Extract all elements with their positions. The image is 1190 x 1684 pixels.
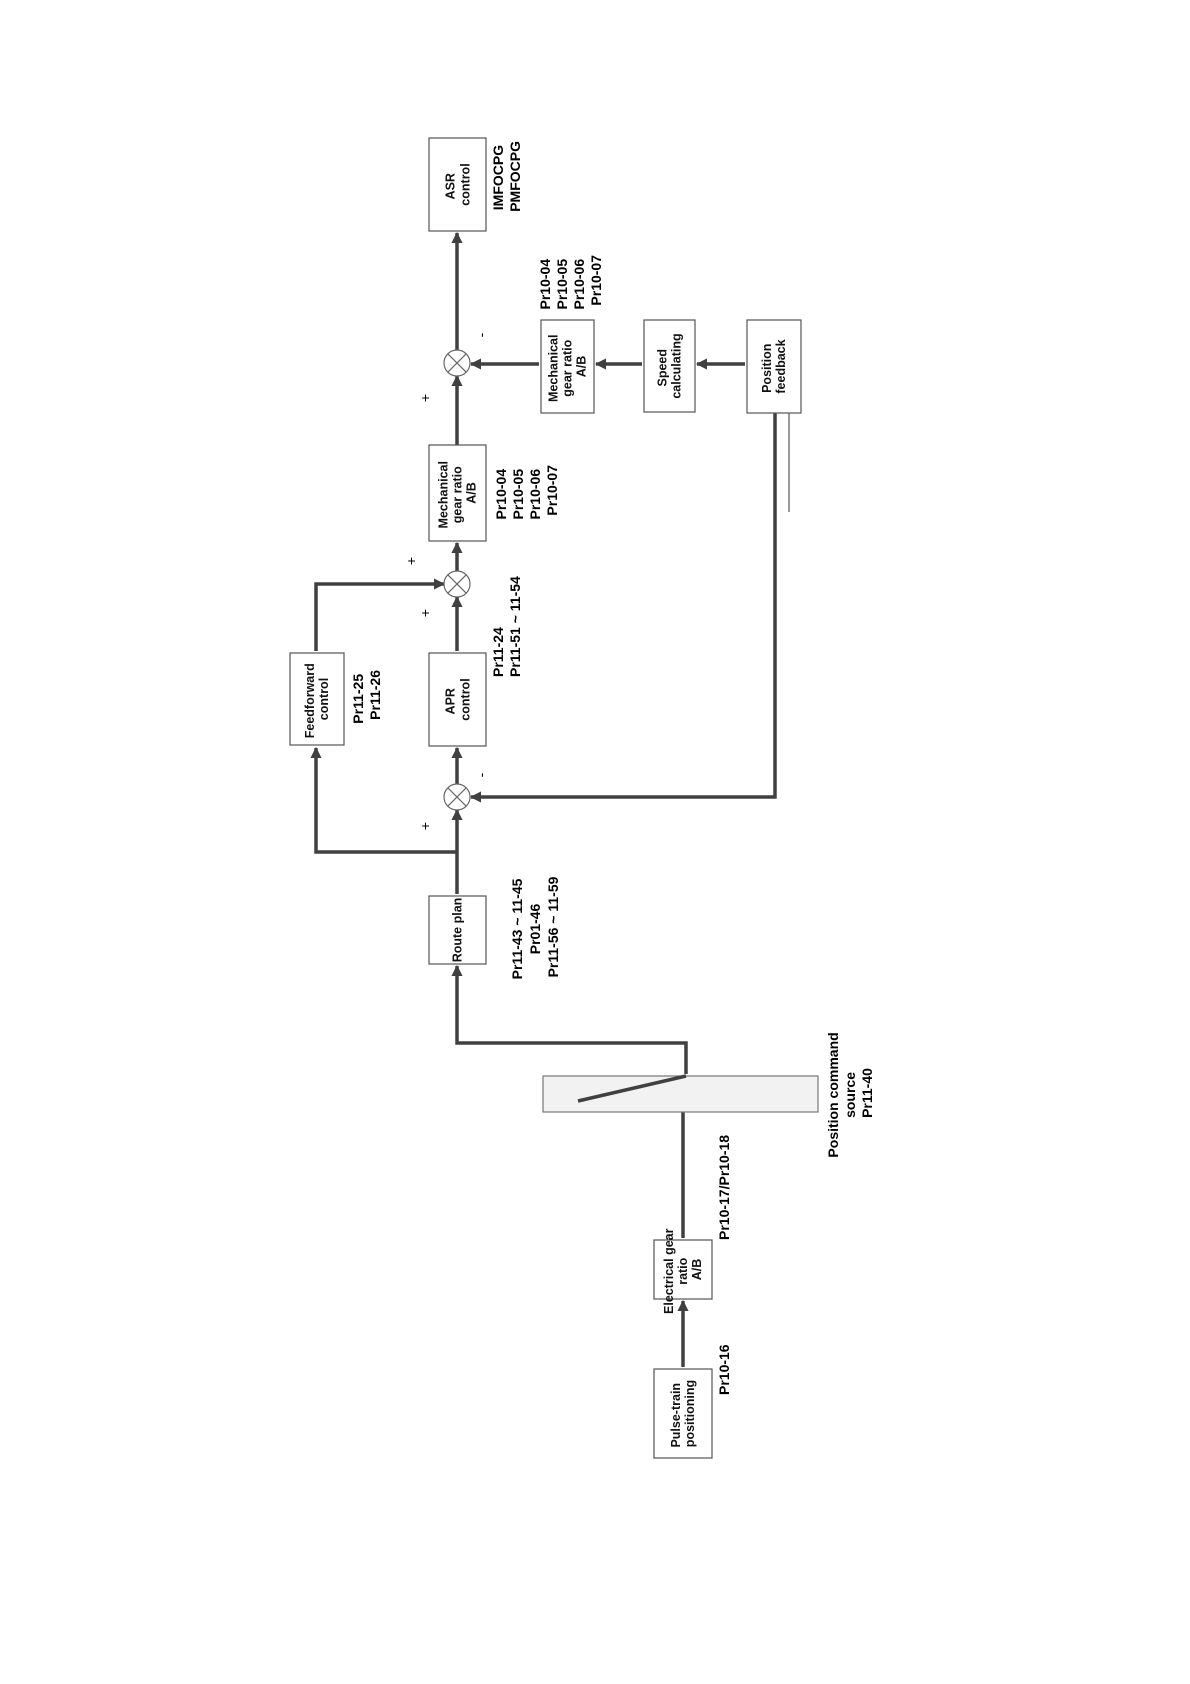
sign-apr-minus: - (473, 772, 489, 777)
svg-text:Mechanical gear ratio: Mechanical gear ratio A/B (547, 331, 589, 402)
block-pulse-train-positioning: Pulse-train positioning (653, 1368, 713, 1459)
block-mechanical-gear-ratio-feedback: Mechanical gear ratio A/B (540, 319, 595, 414)
svg-text:Position command source: Position command source Pr11-40 (825, 1028, 875, 1157)
svg-text:Pr11-24 Pr11-51 ~ 11-54: Pr11-24 Pr11-51 ~ 11-54 (490, 576, 523, 677)
wire-route-to-feedforward (310, 746, 457, 854)
svg-text:Pr10-04 Pr10-05 Pr: Pr10-04 Pr10-05 Pr10-06 Pr10-07 (537, 255, 604, 310)
svg-text:Pr10-04 Pr10-05 Pr: Pr10-04 Pr10-05 Pr10-06 Pr10-07 (493, 465, 560, 520)
sign-apr-plus: + (417, 822, 433, 830)
block-feedforward-control: Feedforward control (289, 652, 345, 746)
params-asr: IMFOCPG PMFOCPG (490, 141, 523, 212)
wire-feedforward-to-sum-ff (314, 578, 446, 651)
svg-text:Position feedback: Position feedback (760, 339, 788, 393)
params-feedforward: Pr11-25 Pr11-26 (350, 670, 383, 724)
svg-text:Route plan: Route plan (451, 898, 465, 963)
block-mechanical-gear-ratio-main: Mechanical gear ratio A/B (428, 444, 487, 542)
svg-text:IMFOCPG PMFOCPG: IMFOCPG PMFOCPG (490, 141, 523, 212)
svg-text:Pr10-16: Pr10-16 (716, 1344, 732, 1395)
params-apr: Pr11-24 Pr11-51 ~ 11-54 (490, 576, 523, 677)
block-electrical-gear-ratio: Electrical gear ratio A/B (653, 1225, 713, 1314)
svg-text:Pulse-train positioning: Pulse-train positioning (669, 1379, 697, 1447)
block-asr-control: ASR control (428, 137, 487, 232)
svg-text:Pr11-43 ~ 11-45 Pr01-46: Pr11-43 ~ 11-45 Pr01-46 Pr11-56 ~ 11-59 (509, 875, 561, 980)
svg-text:Mechanical gear ratio: Mechanical gear ratio A/B (437, 458, 479, 529)
sign-ff-plus-feedforward: + (403, 557, 419, 565)
params-pulse-train: Pr10-16 (716, 1344, 732, 1395)
sum-junction-feedforward (443, 570, 471, 598)
params-mechanical-gear-ratio-main: Pr10-04 Pr10-05 Pr10-06 Pr10-07 (493, 465, 560, 520)
svg-text:APR control: APR control (444, 678, 473, 720)
sign-top-minus: - (473, 332, 489, 337)
svg-text:Electrical gear ratio: Electrical gear ratio A/B (662, 1225, 704, 1314)
svg-text:Speed calculating: Speed calculating (656, 333, 684, 398)
params-position-command-source: Position command source Pr11-40 (825, 1028, 875, 1157)
block-speed-calculating: Speed calculating (643, 319, 696, 413)
sum-junction-apr (443, 783, 471, 811)
block-route-plan: Route plan (428, 895, 487, 965)
svg-text:Pr10-17/Pr10-18: Pr10-17/Pr10-18 (716, 1135, 732, 1240)
svg-text:Pr11-25 Pr11-26: Pr11-25 Pr11-26 (350, 670, 383, 724)
params-route-plan: Pr11-43 ~ 11-45 Pr01-46 Pr11-56 ~ 11-59 (509, 875, 561, 980)
sum-junction-top (443, 349, 471, 377)
sign-ff-plus-route: + (417, 609, 433, 617)
svg-text:Feedforward control: Feedforward control (303, 660, 331, 739)
params-electrical-gear-ratio: Pr10-17/Pr10-18 (716, 1135, 732, 1240)
block-position-feedback: Position feedback (746, 319, 802, 414)
wire-feedback-to-sum-apr (469, 413, 777, 803)
sign-top-plus: + (417, 394, 433, 402)
position-command-source-switch (542, 1074, 819, 1113)
params-mechanical-gear-ratio-feedback: Pr10-04 Pr10-05 Pr10-06 Pr10-07 (537, 255, 604, 310)
block-apr-control: APR control (428, 652, 487, 747)
svg-text:ASR control: ASR control (444, 163, 473, 205)
wire-switch-to-route (451, 964, 688, 1074)
